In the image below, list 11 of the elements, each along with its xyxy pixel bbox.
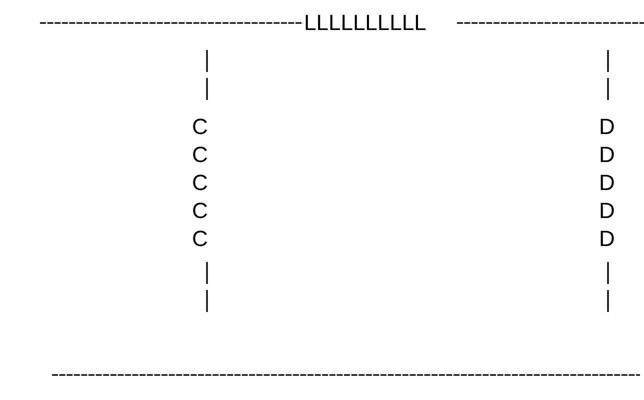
title-letters: LLLLLLLLLL [304, 10, 426, 36]
column-letter: D [599, 142, 615, 168]
column-letter: D [599, 226, 615, 252]
column-letter: C [192, 114, 208, 140]
column-letter: C [192, 142, 208, 168]
column-letter: C [192, 226, 208, 252]
column-letter: C [192, 170, 208, 196]
column-letter: D [599, 114, 615, 140]
column-letter: D [599, 170, 615, 196]
column-letter: D [599, 198, 615, 224]
column-letter: C [192, 198, 208, 224]
